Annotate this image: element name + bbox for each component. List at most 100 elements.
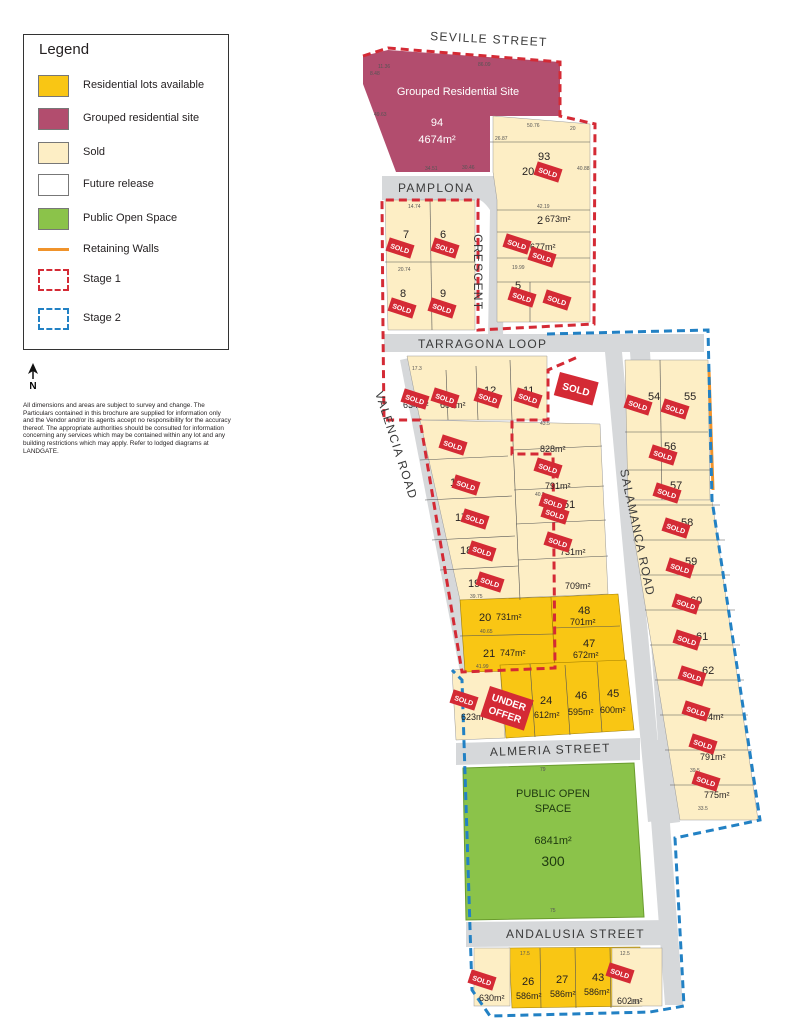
lot-5: 5 <box>515 280 521 292</box>
sold-badge: SOLD <box>513 387 543 409</box>
sold-badge: SOLD <box>475 571 505 593</box>
sold-badge: SOLD <box>502 233 532 255</box>
sold-badge: SOLD <box>460 508 490 530</box>
area-22: 623m² <box>461 712 487 722</box>
legend-item-available: Residential lots available <box>38 75 228 99</box>
grouped-site-title: Grouped Residential Site <box>397 86 519 98</box>
north-arrow-icon: N <box>24 362 42 392</box>
sold-badge: SOLD <box>387 297 417 319</box>
dim-1: 86.09 <box>478 62 491 68</box>
sold-badge: SOLD <box>623 394 653 416</box>
sold-badge: SOLD <box>542 289 572 311</box>
area-25: 630m² <box>479 993 505 1003</box>
legend-label-future: Future release <box>83 178 154 190</box>
legend-item-future: Future release <box>38 174 228 198</box>
legend-item-stage1: Stage 1 <box>38 269 228 293</box>
lot-27: 27 <box>556 974 568 986</box>
dim-26: 12.5 <box>620 951 630 957</box>
dim-15: 17.3 <box>412 366 422 372</box>
dim-5: 34.51 <box>425 166 438 172</box>
legend-item-grouped: Grouped residential site <box>38 108 228 132</box>
lot-9: 9 <box>440 288 446 300</box>
street-tarragona: TARRAGONA LOOP <box>418 337 547 351</box>
dim-22: 79 <box>540 767 546 773</box>
legend-swatch-stage1 <box>38 269 69 291</box>
sold-badge: SOLD <box>467 540 497 562</box>
lot-26: 26 <box>522 976 534 988</box>
street-almeria: ALMERIA STREET <box>490 741 611 759</box>
lot-6: 6 <box>440 229 446 241</box>
dim-10: 40.88 <box>577 166 590 172</box>
area-49: 791m² <box>545 481 571 491</box>
dim-23: 75 <box>550 908 556 914</box>
area-26: 586m² <box>516 991 542 1001</box>
legend-swatch-retaining <box>38 248 69 251</box>
legend-item-sold: Sold <box>38 142 228 166</box>
public-open-space[interactable] <box>462 762 645 921</box>
dim-12: 19.99 <box>512 265 525 271</box>
legend-title: Legend <box>39 41 90 58</box>
sold-badge: SOLD <box>665 557 695 579</box>
grouped-residential-site[interactable] <box>363 50 560 172</box>
stage-1-boundary <box>362 46 597 674</box>
dim-3: 8.48 <box>370 71 380 77</box>
legend-swatch-future <box>38 174 69 196</box>
area-42: 602m² <box>617 996 643 1006</box>
lot-45: 45 <box>607 688 619 700</box>
dim-24: 33.5 <box>698 806 708 812</box>
street-andalusia: ANDALUSIA STREET <box>506 927 645 941</box>
street-crescent: CRESCENT <box>471 234 485 310</box>
area-24: 612m² <box>534 710 560 720</box>
sold-badge: SOLD <box>473 387 503 409</box>
sold-badge: SOLD <box>427 297 457 319</box>
pos-title-2: SPACE <box>535 803 571 815</box>
under-offer-badge: UNDER OFFER <box>480 686 534 731</box>
dim-11: 42.19 <box>537 204 550 210</box>
lot-24: 24 <box>540 695 552 707</box>
legend-label-stage1: Stage 1 <box>83 273 121 285</box>
grouped-site-lot: 94 <box>431 117 443 129</box>
lot-46: 46 <box>575 690 587 702</box>
legend-label-stage2: Stage 2 <box>83 312 121 324</box>
legend-swatch-pos <box>38 208 69 230</box>
sold-badge: SOLD <box>543 531 573 553</box>
legend-panel: Legend Residential lots available Groupe… <box>23 34 229 350</box>
legend-label-retaining: Retaining Walls <box>83 243 160 255</box>
area-65: 775m² <box>704 790 730 800</box>
area-63: 754m² <box>698 712 724 722</box>
legend-item-pos: Public Open Space <box>38 208 228 232</box>
legend-label-available: Residential lots available <box>83 79 205 91</box>
dimension-labels: 86.09 11.36 8.48 49.63 34.51 30.46 50.76… <box>370 62 708 1006</box>
sold-badge: SOLD <box>507 286 537 308</box>
sold-badge: SOLD <box>400 388 430 410</box>
dim-19: 40.65 <box>480 629 493 635</box>
area-53: 709m² <box>565 581 591 591</box>
dim-14: 14.74 <box>408 204 421 210</box>
area-21: 747m² <box>500 648 526 658</box>
lot-7: 7 <box>403 229 409 241</box>
dim-17: 40.5 <box>535 492 545 498</box>
area-52: 731m² <box>560 547 586 557</box>
area-47: 672m² <box>573 650 599 660</box>
lot-43: 43 <box>592 972 604 984</box>
sold-badge: SOLD <box>661 517 691 539</box>
sold-badge: SOLD <box>660 398 690 420</box>
sold-badge: SOLD <box>451 474 481 496</box>
sold-badge: SOLD <box>385 237 415 259</box>
lot-8: 8 <box>400 288 406 300</box>
sold-badge: SOLD <box>467 969 497 991</box>
sold-badge: SOLD <box>438 434 468 456</box>
street-pamplona: PAMPLONA <box>398 181 474 195</box>
sold-badge: SOLD <box>533 457 563 479</box>
legend-item-stage2: Stage 2 <box>38 308 228 332</box>
sold-badge: SOLD <box>672 629 702 651</box>
dim-2: 11.36 <box>378 64 390 70</box>
dim-16: 43.5 <box>540 421 550 427</box>
legend-label-pos: Public Open Space <box>83 212 178 224</box>
area-48: 701m² <box>570 617 596 627</box>
legend-swatch-sold <box>38 142 69 164</box>
lot-55: 55 <box>684 391 696 403</box>
lot-20: 20 <box>479 612 491 624</box>
lot-20-top: 20 <box>522 166 534 178</box>
